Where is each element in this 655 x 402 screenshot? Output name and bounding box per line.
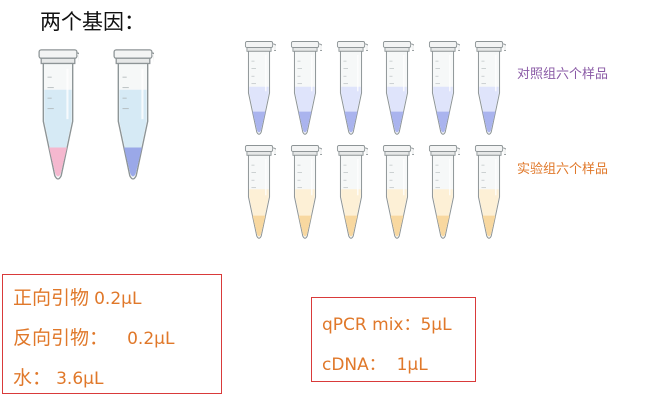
control-tube-5 bbox=[428, 41, 460, 135]
cdna-line: cDNA： 1μL bbox=[322, 355, 428, 375]
gene-tube-2 bbox=[113, 49, 154, 180]
experiment-tube-3 bbox=[336, 145, 368, 239]
control-tube-1 bbox=[244, 41, 276, 135]
reverse-primer-line: 反向引物： 0.2μL bbox=[13, 323, 174, 350]
experiment-tube-6 bbox=[474, 145, 506, 239]
forward-primer-value: 0.2μL bbox=[94, 289, 142, 309]
water-value: 3.6μL bbox=[56, 369, 104, 389]
experiment-tube-1 bbox=[244, 145, 276, 239]
gene-tube-1 bbox=[38, 49, 79, 180]
experiment-tube-4 bbox=[382, 145, 414, 239]
control-tube-6 bbox=[474, 41, 506, 135]
forward-primer-label: 正向引物 bbox=[13, 287, 90, 309]
page-title: 两个基因： bbox=[40, 10, 145, 34]
control-tube-3 bbox=[336, 41, 368, 135]
reverse-primer-label: 反向引物： bbox=[13, 327, 109, 349]
control-tube-2 bbox=[290, 41, 322, 135]
experiment-tube-2 bbox=[290, 145, 322, 239]
control-group-label: 对照组六个样品 bbox=[517, 67, 609, 82]
mix-cdna-box: qPCR mix：5μL cDNA： 1μL bbox=[311, 297, 476, 382]
water-line: 水： 3.6μL bbox=[13, 363, 103, 390]
water-label: 水： bbox=[13, 367, 52, 389]
control-tube-4 bbox=[382, 41, 414, 135]
experiment-group-label: 实验组六个样品 bbox=[517, 162, 609, 177]
primer-water-box: 正向引物 0.2μL 反向引物： 0.2μL 水： 3.6μL bbox=[2, 274, 222, 394]
reverse-primer-value: 0.2μL bbox=[127, 329, 175, 349]
qpcr-mix-line: qPCR mix：5μL bbox=[322, 315, 452, 335]
forward-primer-line: 正向引物 0.2μL bbox=[13, 283, 141, 310]
experiment-tube-5 bbox=[428, 145, 460, 239]
